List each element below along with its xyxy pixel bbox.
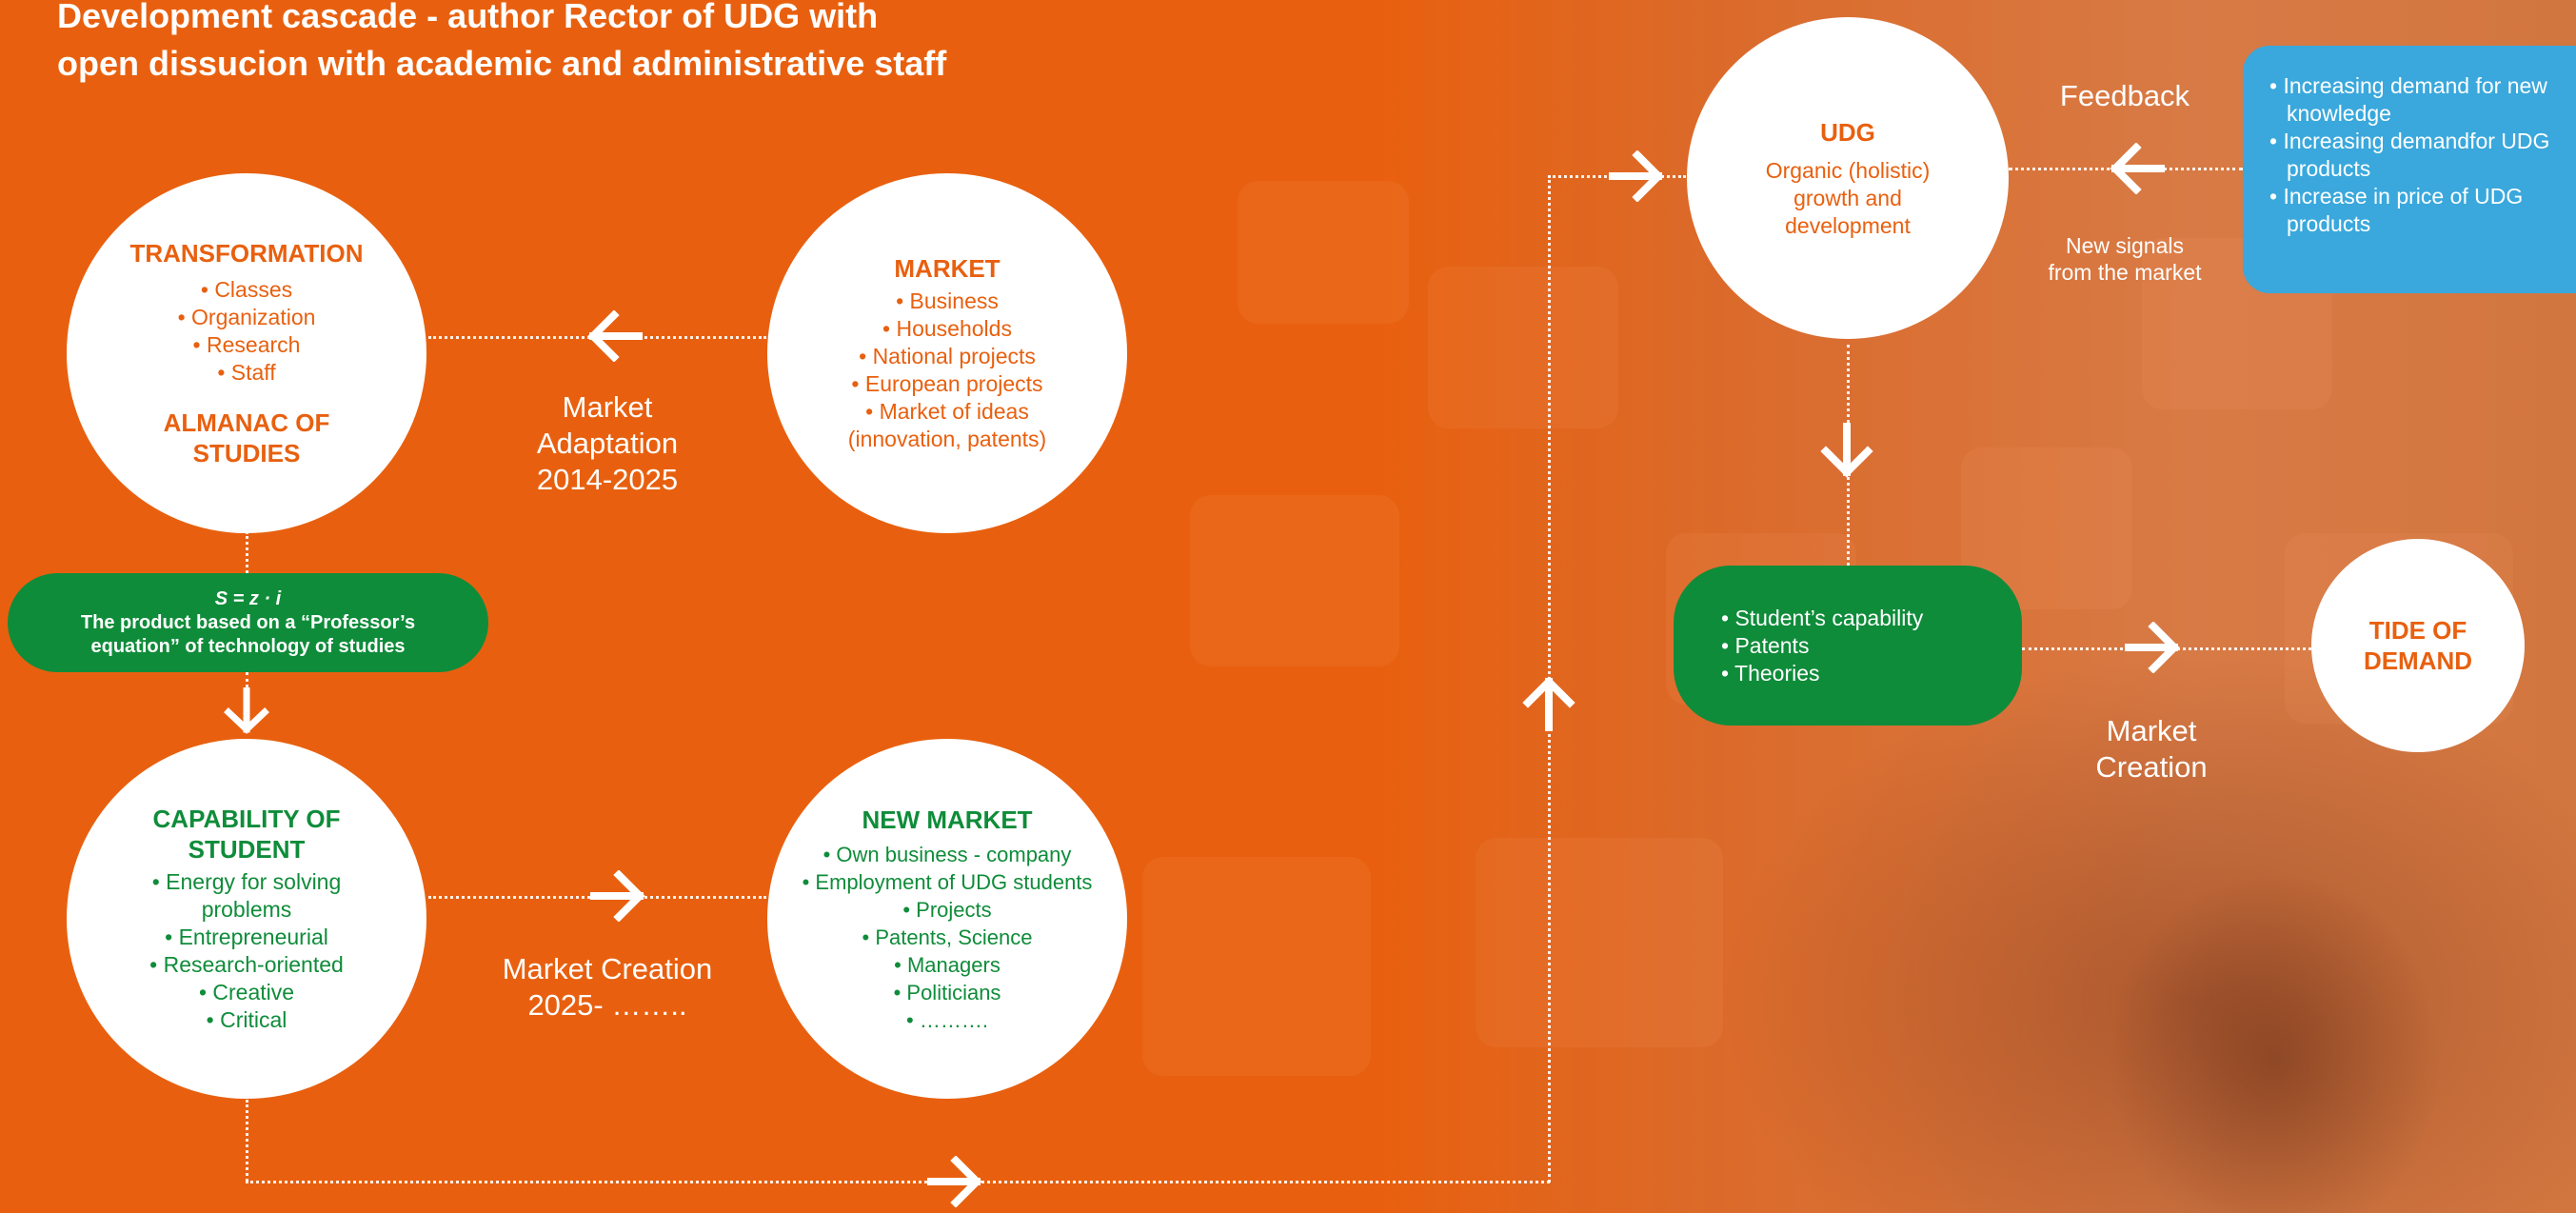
seat-shape — [1428, 267, 1618, 428]
new-market-circle: NEW MARKET Own business - company Employ… — [767, 739, 1127, 1099]
arrow-down-icon — [224, 687, 269, 734]
page-title: Development cascade - author Rector of U… — [57, 0, 1390, 88]
capability-circle: CAPABILITY OF STUDENT Energy for solving… — [67, 739, 426, 1099]
list-item: Business — [851, 288, 1042, 315]
arrow-left-icon — [2110, 143, 2165, 194]
arrow-right-icon — [2125, 622, 2180, 673]
list-item: Staff — [178, 359, 316, 387]
student-silhouette — [2009, 705, 2542, 1213]
demand-list: Increasing demand for new knowledge Incr… — [2243, 46, 2576, 238]
list-item: Increasing demand for new knowledge — [2269, 72, 2566, 128]
capability-list: Energy for solving problems Entrepreneur… — [123, 868, 370, 1034]
list-item: Energy for solving problems — [123, 868, 370, 924]
market-creation-right-label: Market Creation — [2056, 713, 2247, 785]
arrow-right-icon — [590, 870, 645, 922]
title-line: open dissucion with academic and adminis… — [57, 44, 947, 83]
seat-shape — [1476, 838, 1723, 1047]
list-item: Research-oriented — [123, 951, 370, 979]
arrow-right-icon — [927, 1156, 982, 1207]
label-line: Feedback — [2059, 79, 2190, 112]
list-item: Patents, Science — [803, 924, 1093, 951]
list-item: ………. — [803, 1006, 1093, 1034]
label-line: Market — [562, 390, 653, 424]
label-line: Adaptation — [536, 427, 679, 460]
label-line: Market Creation — [502, 952, 713, 985]
label-line: 2014-2025 — [536, 463, 679, 496]
list-item: Critical — [123, 1006, 370, 1034]
label-line: Market — [2106, 714, 2197, 747]
list-item: Employment of UDG students — [803, 868, 1092, 896]
udg-heading: UDG — [1820, 117, 1875, 147]
list-item: Increasing demandfor UDG products — [2269, 128, 2566, 183]
almanac-heading: ALMANAC OF STUDIES — [163, 408, 330, 467]
udg-text: Organic (holistic) — [1765, 157, 1931, 183]
transformation-list: Classes Organization Research Staff — [178, 276, 316, 387]
arrow-right-icon — [1609, 150, 1664, 202]
list-item: Research — [178, 331, 316, 359]
outcomes-pill: Student’s capability Patents Theories — [1674, 566, 2022, 726]
market-list: Business Households National projects Eu… — [851, 288, 1043, 426]
market-note: (innovation, patents) — [847, 427, 1047, 451]
udg-text: growth and — [1793, 185, 1902, 210]
list-item: Own business - company — [803, 841, 1093, 868]
seat-shape — [1238, 181, 1409, 324]
capability-heading: CAPABILITY OF STUDENT — [152, 805, 341, 864]
market-creation-label: Market Creation 2025- …….. — [465, 951, 750, 1024]
market-circle: MARKET Business Households National proj… — [767, 173, 1127, 533]
outcomes-list: Student’s capability Patents Theories — [1721, 605, 2022, 687]
transformation-heading: TRANSFORMATION — [129, 239, 364, 268]
label-line: Creation — [2095, 750, 2208, 784]
equation-formula: S = z · i — [214, 587, 282, 609]
transformation-circle: TRANSFORMATION Classes Organization Rese… — [67, 173, 426, 533]
list-item: Managers — [803, 951, 1093, 979]
udg-text: development — [1785, 212, 1911, 238]
tide-of-demand-circle: TIDE OF DEMAND — [2311, 539, 2525, 752]
title-line: Development cascade - author Rector of U… — [57, 0, 879, 35]
list-item: Student’s capability — [1721, 605, 2022, 632]
list-item: Households — [851, 315, 1042, 343]
list-item: Organization — [178, 304, 315, 331]
tide-heading: DEMAND — [2363, 646, 2473, 675]
label-line: New signals — [2066, 233, 2184, 258]
equation-pill: S = z · i The product based on a “Profes… — [8, 573, 488, 672]
label-line: 2025- …….. — [527, 988, 687, 1022]
arrow-up-icon — [1522, 676, 1575, 731]
list-item: European projects — [851, 370, 1043, 398]
list-item: Patents — [1721, 632, 2022, 660]
market-heading: MARKET — [894, 254, 1001, 283]
seat-shape — [1142, 857, 1371, 1076]
list-item: Market of ideas — [851, 398, 1042, 426]
list-item: Politicians — [803, 979, 1093, 1006]
market-adaptation-label: Market Adaptation 2014-2025 — [493, 389, 722, 498]
list-item: Classes — [178, 276, 316, 304]
arrow-down-icon — [1820, 423, 1873, 478]
list-item: Theories — [1721, 660, 2022, 687]
list-item: Increase in price of UDG products — [2269, 183, 2566, 238]
feedback-label: Feedback — [2028, 78, 2222, 114]
label-line: from the market — [2048, 260, 2202, 285]
new-signals-label: New signals from the market — [2018, 232, 2231, 286]
equation-text: equation” of technology of studies — [90, 635, 406, 657]
new-market-list: Own business - company Employment of UDG… — [803, 841, 1093, 1034]
list-item: Entrepreneurial — [123, 924, 370, 951]
list-item: Creative — [123, 979, 370, 1006]
udg-circle: UDG Organic (holistic) growth and develo… — [1687, 17, 2009, 339]
connector-bottom-line — [246, 1181, 1550, 1183]
seat-shape — [1190, 495, 1399, 666]
tide-heading: TIDE OF — [2368, 616, 2467, 645]
list-item: Projects — [803, 896, 1093, 924]
equation-text: The product based on a “Professor’s — [80, 611, 416, 633]
connector-capability-bottom — [246, 1100, 248, 1182]
list-item: National projects — [851, 343, 1042, 370]
new-market-heading: NEW MARKET — [862, 805, 1033, 834]
arrow-left-icon — [587, 310, 643, 362]
connector-transformation-equation — [246, 531, 248, 573]
demand-box: Increasing demand for new knowledge Incr… — [2243, 46, 2576, 293]
